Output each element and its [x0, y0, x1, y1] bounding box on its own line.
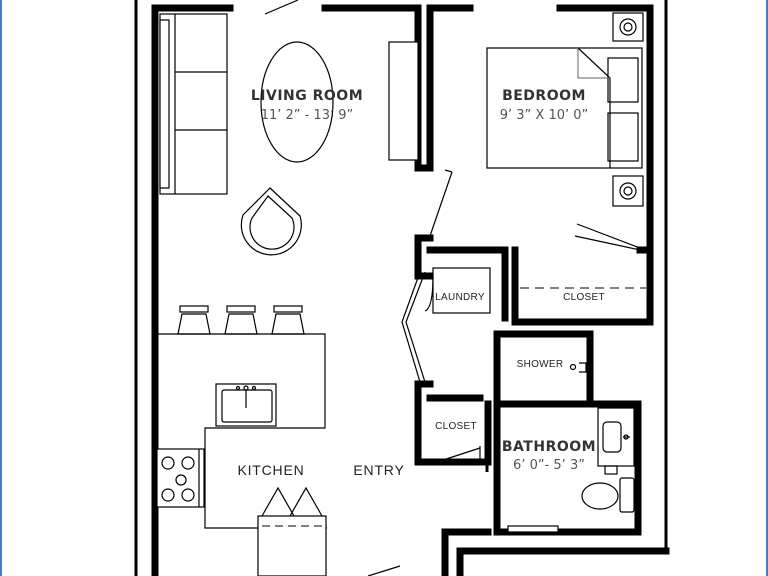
front-door-swing [367, 565, 401, 576]
stove [156, 448, 205, 508]
walls [151, 4, 670, 576]
entry-label: ENTRY [353, 462, 404, 478]
kitchen-sink [215, 383, 277, 427]
living-room-dims: 11’ 2” - 13’ 9” [261, 108, 354, 123]
laundry-machine [432, 267, 491, 314]
laundry-door-curve [424, 275, 434, 312]
toilet [581, 477, 635, 513]
bedroom-label: BEDROOM [502, 88, 586, 104]
bathroom-dims: 6’ 0”- 5’ 3” [513, 458, 585, 473]
nightstand-top [612, 12, 644, 42]
kitchen-label: KITCHEN [237, 462, 304, 478]
bedroom-dims: 9’ 3” X 10’ 0” [500, 108, 589, 123]
entry-closet-door [436, 404, 489, 472]
bathroom-label: BATHROOM [502, 439, 596, 455]
coffee-table [260, 41, 334, 163]
shower-fixture [569, 362, 587, 373]
laundry-bifold-doors [401, 271, 426, 383]
bathroom-vanity [597, 407, 635, 475]
bedroom-closet-door [574, 223, 641, 251]
refrigerator [257, 486, 327, 576]
entry-closet-label: CLOSET [435, 421, 477, 432]
bed [486, 47, 643, 169]
bar-stools [177, 305, 305, 335]
sofa [159, 13, 228, 195]
shower-label: SHOWER [517, 359, 564, 370]
tv-console [388, 41, 419, 161]
bedroom-closet-label: CLOSET [563, 292, 605, 303]
bedroom-door-swing [429, 171, 453, 237]
bathroom-door-threshold [507, 525, 559, 533]
armchair [240, 187, 302, 256]
laundry-label: LAUNDRY [435, 292, 485, 303]
nightstand-bottom [612, 175, 644, 207]
living-room-label: LIVING ROOM [251, 88, 363, 104]
living-door-swing [264, 0, 299, 15]
